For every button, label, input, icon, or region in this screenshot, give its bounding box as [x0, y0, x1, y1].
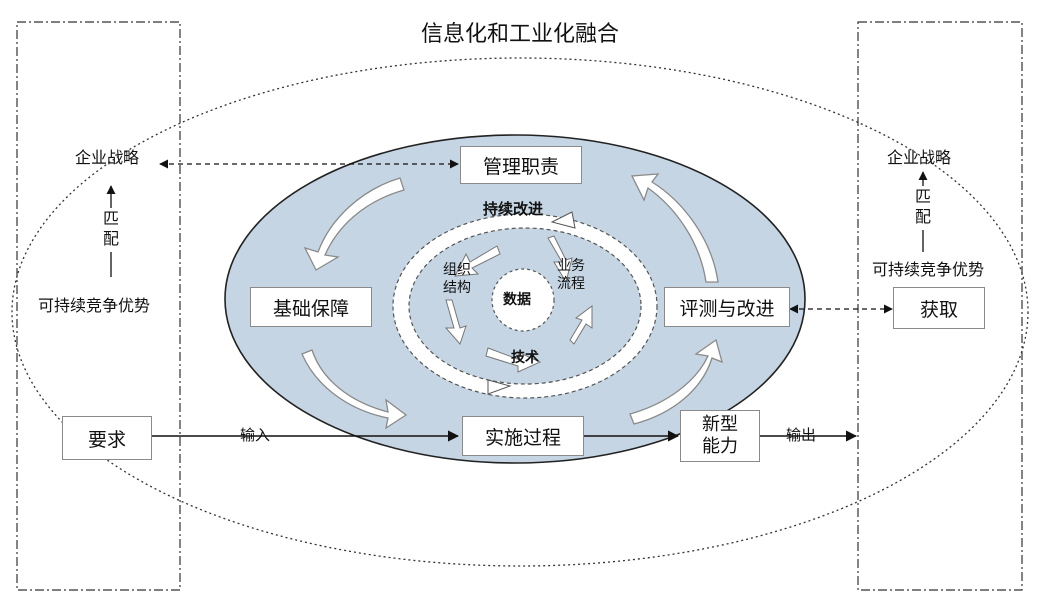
new-capability-box: 新型 能力 — [680, 410, 760, 462]
left-match-char-2: 配 — [102, 229, 119, 248]
org-structure-label: 组织 结构 — [443, 262, 471, 297]
output-label: 输出 — [786, 426, 817, 444]
input-label: 输入 — [240, 426, 271, 444]
left-panel-frame — [16, 21, 181, 591]
core-data-label: 数据 — [503, 292, 531, 308]
cycle-arrow-top-right — [630, 173, 719, 283]
org-structure-line-2: 结构 — [443, 279, 471, 296]
org-structure-line-1: 组织 — [443, 262, 471, 278]
outer-ellipse — [11, 57, 1029, 567]
continuous-improvement-label: 持续改进 — [483, 200, 544, 218]
foundation-support-box: 基础保障 — [250, 287, 372, 327]
new-capability-line-1: 新型 — [702, 413, 738, 435]
swirl-arrow-3 — [444, 299, 467, 345]
swirl-arrow-5 — [569, 305, 593, 345]
left-match-char-1: 匹 — [102, 209, 119, 228]
swirl-arrow-4 — [485, 347, 542, 373]
left-sustainable-advantage: 可持续竞争优势 — [38, 296, 151, 315]
acquire-box: 获取 — [893, 287, 985, 329]
requirement-box: 要求 — [62, 416, 152, 460]
management-responsibility-box: 管理职责 — [460, 146, 582, 184]
cycle-arrow-bottom-right — [629, 338, 723, 425]
diagram-title: 信息化和工业化融合 — [420, 22, 619, 47]
core-circle — [491, 268, 555, 332]
evaluation-improvement-box: 评测与改进 — [664, 287, 790, 327]
swirl-arrow-1 — [454, 245, 501, 277]
left-enterprise-strategy: 企业战略 — [75, 148, 140, 167]
ring-arrow-bottom — [487, 379, 512, 395]
technology-label: 技术 — [511, 350, 539, 366]
right-enterprise-strategy: 企业战略 — [887, 148, 952, 167]
ring-arrow-top — [550, 211, 576, 229]
business-process-line-1: 业务 — [557, 258, 585, 274]
business-process-label: 业务 流程 — [557, 258, 585, 293]
new-capability-line-2: 能力 — [702, 436, 738, 457]
cycle-arrow-bottom-left — [301, 349, 408, 430]
swirl-arrow-2 — [547, 235, 573, 284]
business-process-line-2: 流程 — [557, 275, 585, 292]
right-match-char-2: 配 — [914, 207, 931, 226]
right-match-char-1: 匹 — [914, 187, 931, 206]
right-sustainable-advantage: 可持续竞争优势 — [872, 260, 985, 279]
cycle-arrow-top-left — [303, 177, 405, 271]
implementation-process-box: 实施过程 — [462, 416, 584, 456]
